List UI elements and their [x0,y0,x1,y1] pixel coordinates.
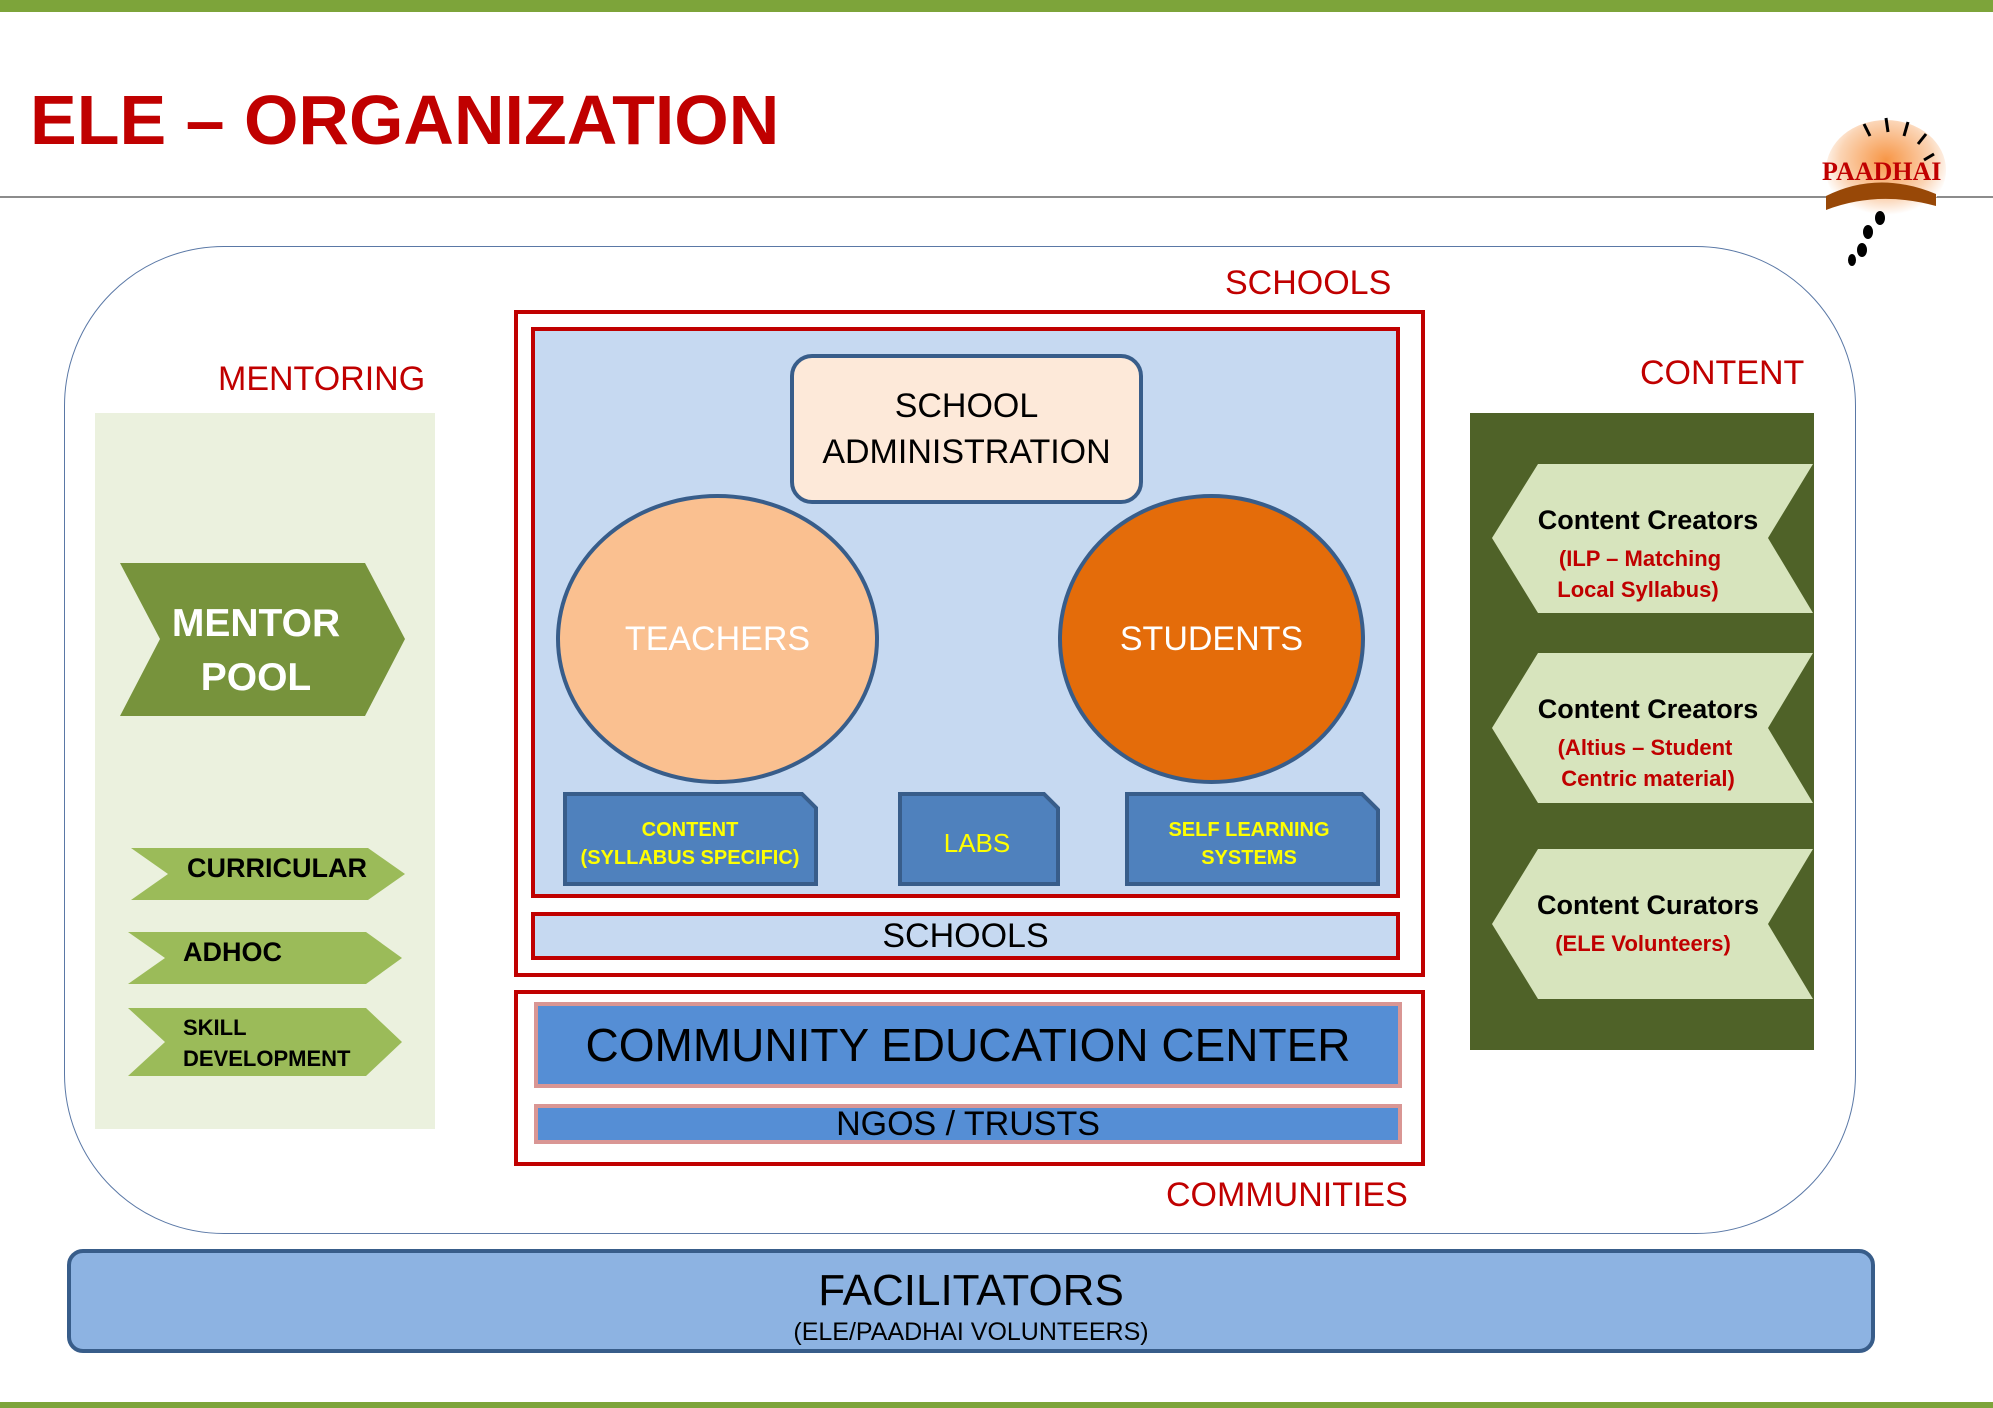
teachers-label: TEACHERS [624,619,811,658]
title-divider [0,196,1993,198]
facilitators-title: FACILITATORS [818,1266,1124,1315]
communities-box [514,990,1425,1166]
content-panel [1470,413,1814,1050]
content-label: CONTENT [1640,354,1805,392]
paadhai-logo: PAADHAI [1808,110,1948,266]
mentoring-panel [95,413,435,1129]
community-education-center-label: COMMUNITY EDUCATION CENTER [585,1019,1351,1071]
top-accent-bar [0,0,1993,12]
teachers-circle: TEACHERS [556,494,879,784]
ngos-trusts-box: NGOS / TRUSTS [534,1104,1402,1144]
facilitators-subtitle: (ELE/PAADHAI VOLUNTEERS) [793,1318,1149,1346]
communities-label: COMMUNITIES [1166,1176,1408,1214]
school-administration-label: SCHOOL ADMINISTRATION [822,387,1111,471]
ngos-trusts-label: NGOS / TRUSTS [836,1104,1100,1143]
school-administration-box: SCHOOL ADMINISTRATION [790,354,1143,504]
logo-wordmark: PAADHAI [1822,157,1941,186]
bottom-accent-bar [0,1402,1993,1408]
page-title: ELE – ORGANIZATION [30,81,780,159]
students-circle: STUDENTS [1058,494,1365,784]
students-label: STUDENTS [1119,619,1304,658]
schools-label: SCHOOLS [1225,264,1392,302]
schools-bar: SCHOOLS [531,912,1400,960]
schools-bar-label: SCHOOLS [882,917,1049,955]
mentoring-label: MENTORING [218,360,426,398]
community-education-center-box: COMMUNITY EDUCATION CENTER [534,1002,1402,1088]
facilitators-box: FACILITATORS (ELE/PAADHAI VOLUNTEERS) [67,1249,1875,1353]
schools-outer-box [514,310,1425,977]
